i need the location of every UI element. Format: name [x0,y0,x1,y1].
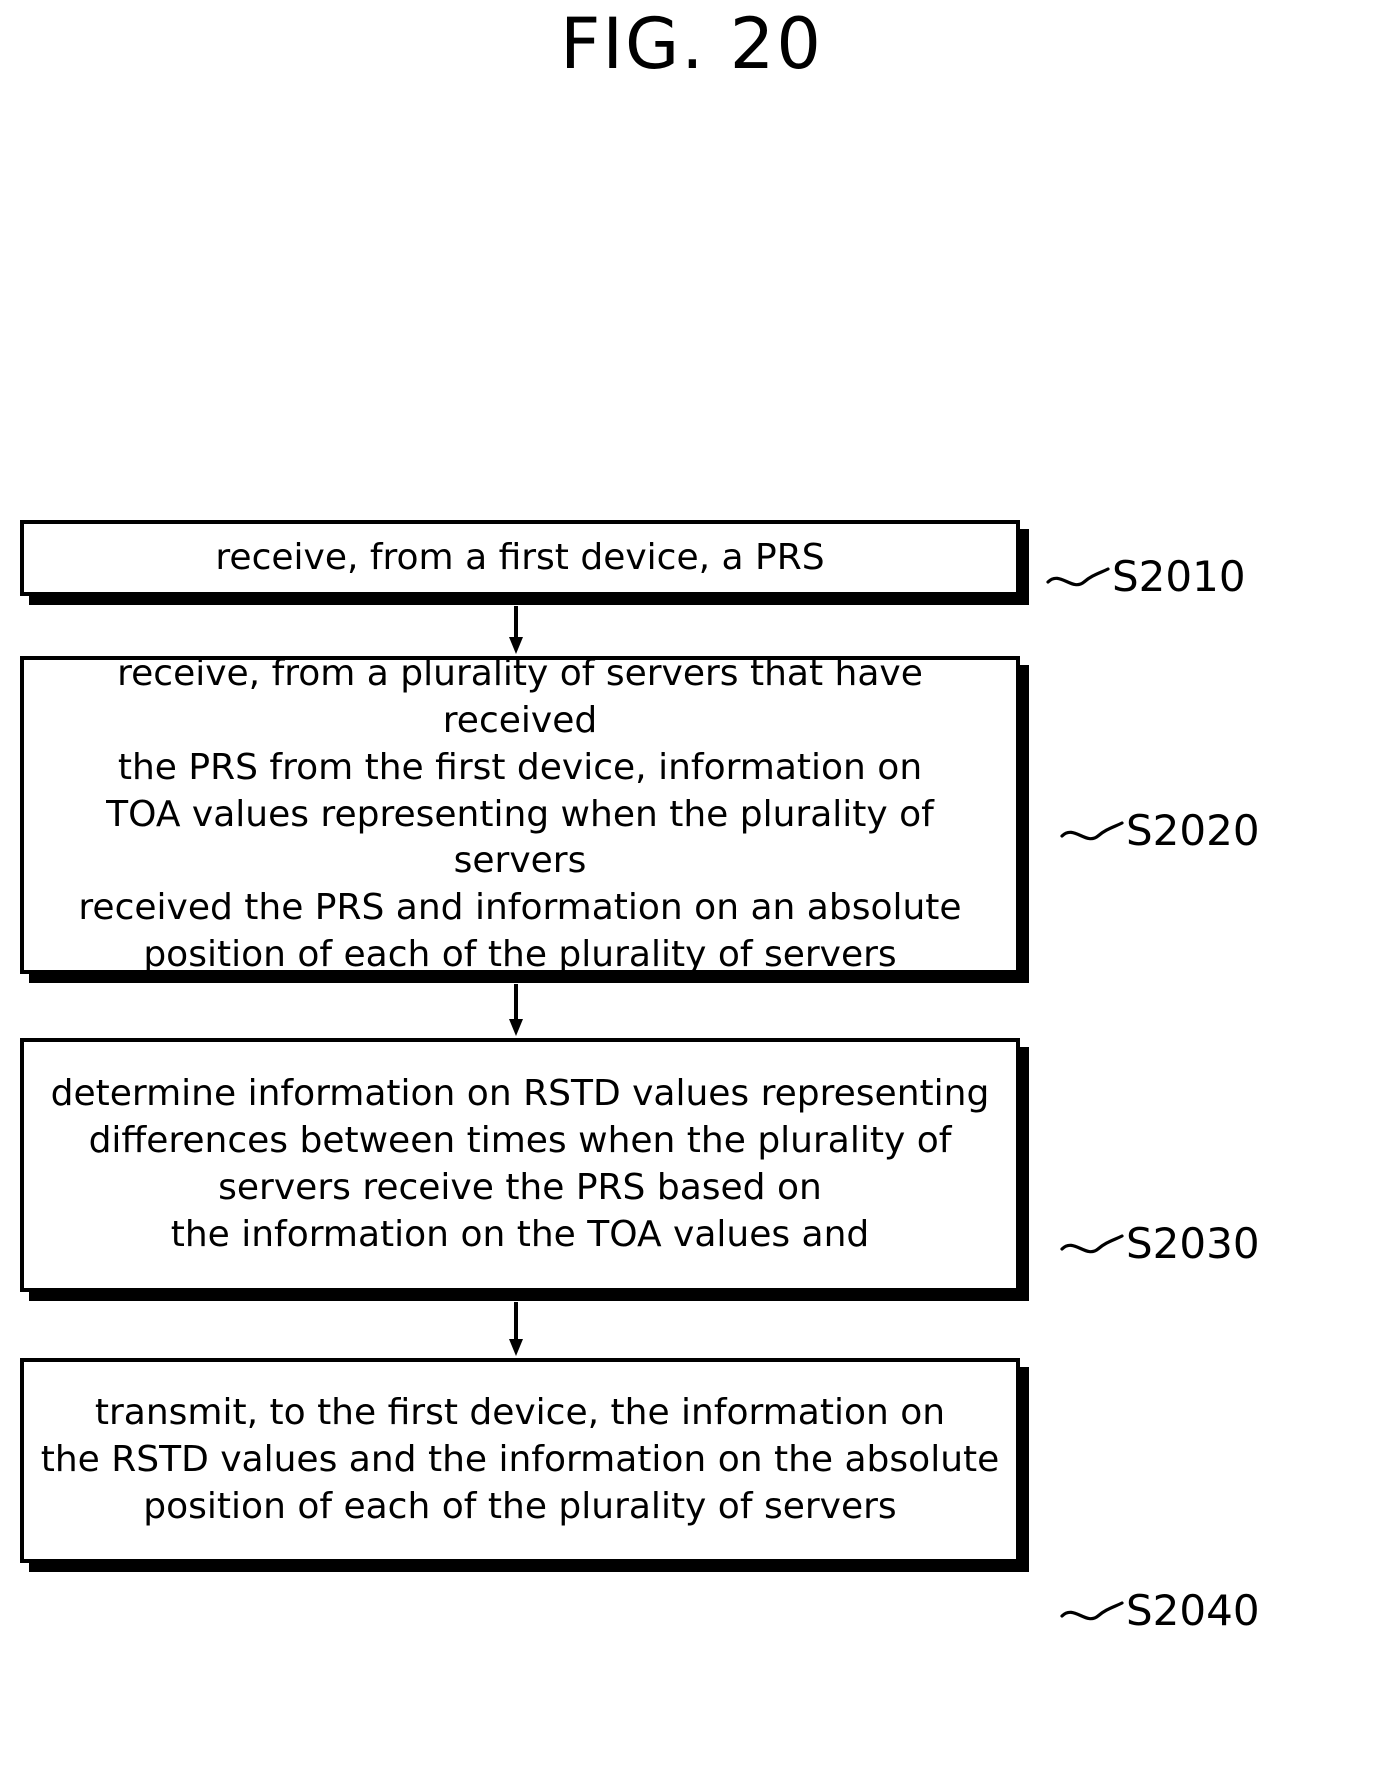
arrow-shaft [514,1302,518,1342]
flow-step-s2040: transmit, to the first device, the infor… [20,1358,1020,1563]
arrow-shaft [514,984,518,1022]
flow-step-label-s2010: receive, from a first device, a PRS [215,536,825,578]
figure-title: FIG. 20 [560,3,823,85]
leader-line-icon [1060,821,1124,841]
flow-arrow-s2010-to-s2020 [508,606,524,656]
arrow-head-icon [509,1019,523,1036]
arrow-head-icon [509,1339,523,1356]
arrow-shaft [514,606,518,640]
leader-line-icon [1060,1234,1124,1254]
flow-arrow-s2030-to-s2040 [508,1302,524,1358]
reference-numeral-s2030: S2030 [1126,1219,1260,1268]
reference-callout-s2010: S2010 [1046,546,1246,608]
flow-step-label-s2030: determine information on RSTD values rep… [50,1073,990,1255]
reference-numeral-s2020: S2020 [1126,806,1260,855]
flow-step-s2030: determine information on RSTD values rep… [20,1038,1020,1292]
reference-numeral-s2010: S2010 [1112,552,1246,601]
flow-step-s2010: receive, from a first device, a PRS [20,520,1020,596]
leader-line-icon [1060,1601,1124,1621]
flow-step-label-s2020: receive, from a plurality of servers tha… [78,653,962,975]
flow-step-label-s2040: transmit, to the first device, the infor… [40,1392,1000,1527]
reference-numeral-s2040: S2040 [1126,1586,1260,1635]
reference-callout-s2040: S2040 [1060,1580,1260,1642]
flow-arrow-s2020-to-s2030 [508,984,524,1038]
flow-step-s2020: receive, from a plurality of servers tha… [20,653,1020,975]
reference-callout-s2030: S2030 [1060,1213,1260,1275]
reference-callout-s2020: S2020 [1060,800,1260,862]
leader-line-icon [1046,567,1110,587]
arrow-head-icon [509,637,523,654]
